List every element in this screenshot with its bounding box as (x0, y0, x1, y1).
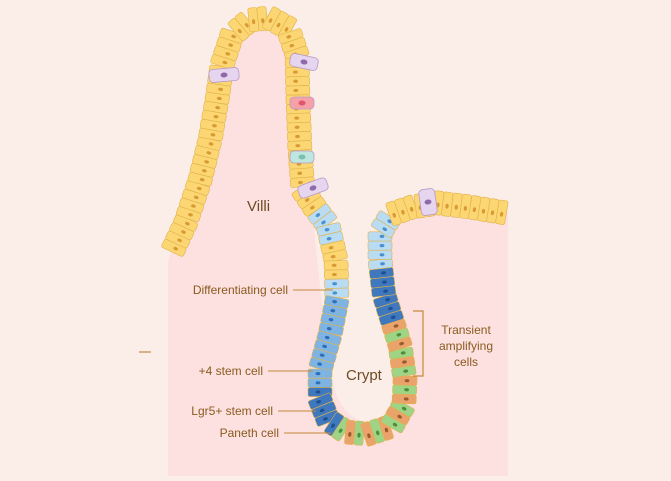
epithelial-cell (285, 85, 311, 96)
goblet-cell (418, 188, 438, 216)
epithelial-cell (286, 121, 312, 133)
epithelial-cell (391, 393, 417, 405)
epithelial-cell (450, 192, 463, 218)
epithelial-cell (178, 197, 205, 214)
epithelial-cell (169, 222, 195, 241)
epithelial-cell (307, 368, 333, 379)
crypt-label: Crypt (346, 367, 383, 384)
specialized-cells (208, 53, 438, 216)
epithelial-cell (286, 112, 312, 124)
epithelial-cell (367, 257, 394, 271)
goblet-cell (289, 53, 319, 71)
epithelial-cell (367, 240, 393, 251)
goblet-cell (208, 67, 240, 83)
epithelial-cell (320, 240, 346, 255)
epithelial-cell (227, 17, 250, 42)
villi-label: Villi (247, 198, 270, 215)
transient-label-line2: amplifying (439, 339, 493, 353)
paneth-cell-label: Paneth cell (220, 426, 279, 440)
epithelial-cell (192, 154, 218, 169)
epithelial-cell (371, 285, 397, 298)
epithelial-cell (247, 7, 260, 33)
epithelial-cell (198, 127, 224, 142)
tuft-cell (289, 96, 315, 110)
transient-label-line1: Transient (441, 323, 491, 337)
epithelial-cell (368, 267, 395, 280)
epithelial-cell (324, 269, 349, 280)
epithelial-cell (189, 163, 216, 178)
epithelial-cell (495, 199, 509, 225)
epithelial-cell (384, 327, 410, 344)
goblet-cell (297, 177, 329, 199)
transient-amplifying-bracket (413, 310, 424, 377)
epithelial-cell (287, 140, 313, 151)
plus4-stem-cell-label: +4 stem cell (199, 364, 263, 378)
epithelial-cell (324, 278, 349, 289)
differentiating-cell-label: Differentiating cell (193, 283, 288, 297)
enteroendocrine-cell (289, 150, 315, 164)
epithelial-cell (392, 384, 417, 395)
epithelial-cell (216, 36, 242, 53)
epithelial-cell (175, 206, 202, 223)
epithelial-cell (367, 249, 393, 260)
epithelial-cell (285, 76, 310, 87)
epithelial-cell (323, 260, 349, 271)
epithelial-cell (468, 195, 482, 221)
lgr5-stem-cell-label: Lgr5+ stem cell (191, 404, 273, 418)
epithelial-cell (287, 131, 312, 142)
epithelial-cell (389, 356, 416, 369)
transient-label-line3: cells (454, 355, 478, 369)
epithelial-cell (392, 375, 418, 386)
epithelial-cell (307, 203, 332, 225)
epithelial-cell (307, 377, 333, 388)
